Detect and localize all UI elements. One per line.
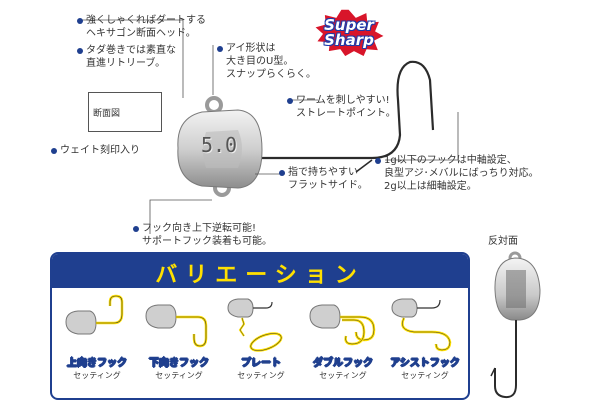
badge-line2: Sharp: [324, 31, 374, 49]
cross-section-label: 断面図: [93, 109, 121, 119]
weight-engraving: 5.0: [200, 133, 238, 157]
variation-name: ダブルフック: [313, 358, 374, 370]
variation-item-upward-hook: 上向きフック セッティング: [56, 288, 138, 398]
variation-name: 下向きフック: [149, 358, 210, 370]
variation-sub: セッティング: [237, 371, 285, 380]
feature-reversible: フック向き上下逆転可能! サポートフック装着も可能。: [133, 222, 272, 248]
feature-flat-side: 指で持ちやすい フラットサイド。: [279, 166, 368, 192]
bullet-dot: [279, 170, 285, 176]
feature-eye: アイ形状は 大き目のU型。 スナップらくらく。: [217, 42, 316, 81]
feature-wire: 1g以下のフックは中軸設定、 良型アジ･メバルにばっちり対応。 2g以上は細軸設…: [375, 154, 539, 193]
bullet-dot: [133, 226, 139, 232]
variation-name: アシストフック: [390, 358, 460, 370]
bullet-dot: [77, 18, 83, 24]
super-sharp-badge: Super Sharp: [312, 8, 386, 58]
variation-item-assist-hook: アシストフック セッティング: [384, 288, 466, 398]
bullet-dot: [287, 98, 293, 104]
downward-hook-icon: [145, 304, 208, 348]
variation-panel: バリエーション 上向きフック セッティング 下向きフック セッティング: [50, 252, 470, 400]
bullet-dot: [51, 148, 57, 154]
double-hook-icon: [309, 304, 376, 346]
variation-item-downward-hook: 下向きフック セッティング: [138, 288, 220, 398]
assist-hook-icon: [391, 298, 452, 352]
variation-sub: セッティング: [401, 371, 449, 380]
variation-item-plate: プレート セッティング: [220, 288, 302, 398]
variation-sub: セッティング: [319, 371, 367, 380]
variation-sub: セッティング: [155, 371, 203, 380]
variation-item-double-hook: ダブルフック セッティング: [302, 288, 384, 398]
variation-name: プレート: [241, 358, 282, 370]
badge-line1: Super: [324, 16, 374, 34]
feature-leader: タダ巻きでは素直な 直進リトリーブ。: [77, 44, 176, 70]
upward-hook-icon: [65, 294, 124, 335]
bullet-dot: [375, 158, 381, 164]
reverse-side-label: 反対面: [488, 236, 518, 247]
cross-section-box: 断面図: [88, 92, 162, 132]
feature-hexagon-head: 強くしゃくればダートする ヘキサゴン断面ヘッド。: [77, 14, 206, 40]
variation-name: 上向きフック: [67, 358, 128, 370]
bullet-dot: [217, 46, 223, 52]
variation-title-bar: バリエーション: [52, 254, 468, 288]
variation-title: バリエーション: [155, 263, 365, 288]
variation-sub: セッティング: [73, 371, 121, 380]
burst-icon: [312, 8, 386, 58]
plate-icon: [227, 298, 283, 352]
feature-weight-mark: ウェイト刻印入り: [51, 144, 140, 157]
bullet-dot: [77, 48, 83, 54]
feature-straight-point: ワームを刺しやすい! ストレートポイント。: [287, 94, 396, 120]
